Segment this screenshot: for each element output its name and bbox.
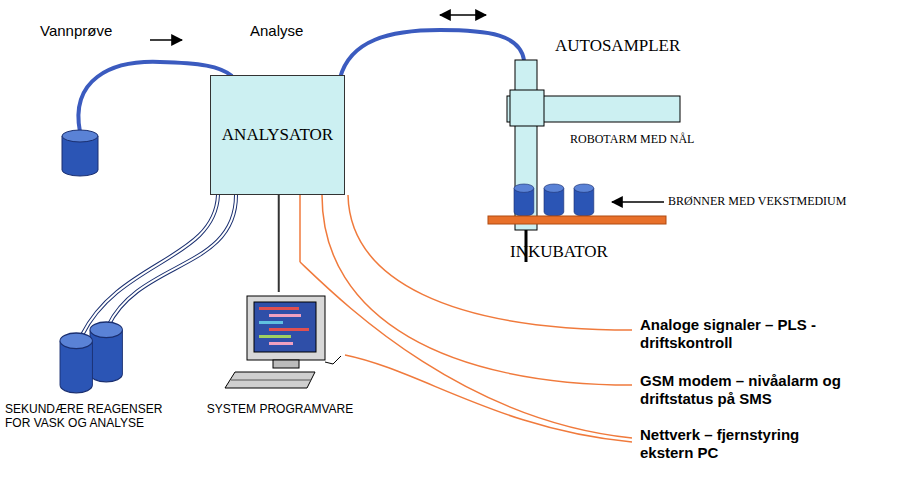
reagent-tube [108,195,236,326]
computer-icon [195,292,365,400]
reagent-bottle [90,322,122,382]
reagent-bottle [60,333,92,393]
pointer-arrow [612,201,664,203]
analyzer-box: ANALYSATOR [210,75,345,195]
flow-label: Vannprøve [40,22,112,40]
network-line [345,355,632,442]
arm-carriage [510,90,544,126]
signal-line [322,195,632,385]
signal-note: Nettverk – fjernstyring ekstern PC [640,426,840,462]
sample-tube [78,62,232,132]
part-name: ROBOTARM MED NÅL [570,132,694,146]
well [544,184,564,216]
arm-column [515,60,537,230]
computer-node: SYSTEM PROGRAMVARE [195,292,365,426]
well [514,184,534,216]
signal-line [348,195,632,330]
box-title: ANALYSATOR [222,125,333,145]
incubator-plate [488,216,666,224]
part-name: INKUBATOR [510,242,608,262]
reagent-tube [82,195,218,335]
well [574,184,594,216]
signal-note: Analoge signaler – PLS - driftskontroll [640,316,895,352]
node-caption: SYSTEM PROGRAMVARE [195,402,365,416]
part-name: AUTOSAMPLER [555,36,680,56]
flow-label: Analyse [250,22,303,40]
signal-note: GSM modem – nivåalarm og driftstatus på … [640,372,895,408]
part-name: BRØNNER MED VEKSTMEDIUM [668,194,846,208]
flow-arrow [150,39,182,41]
sample-bottle [62,130,98,176]
motion-arrow [440,14,486,16]
part-name: SEKUNDÆRE REAGENSER FOR VASK OG ANALYSE [5,402,175,431]
autosampler-tube [340,30,524,78]
cable [278,195,280,292]
